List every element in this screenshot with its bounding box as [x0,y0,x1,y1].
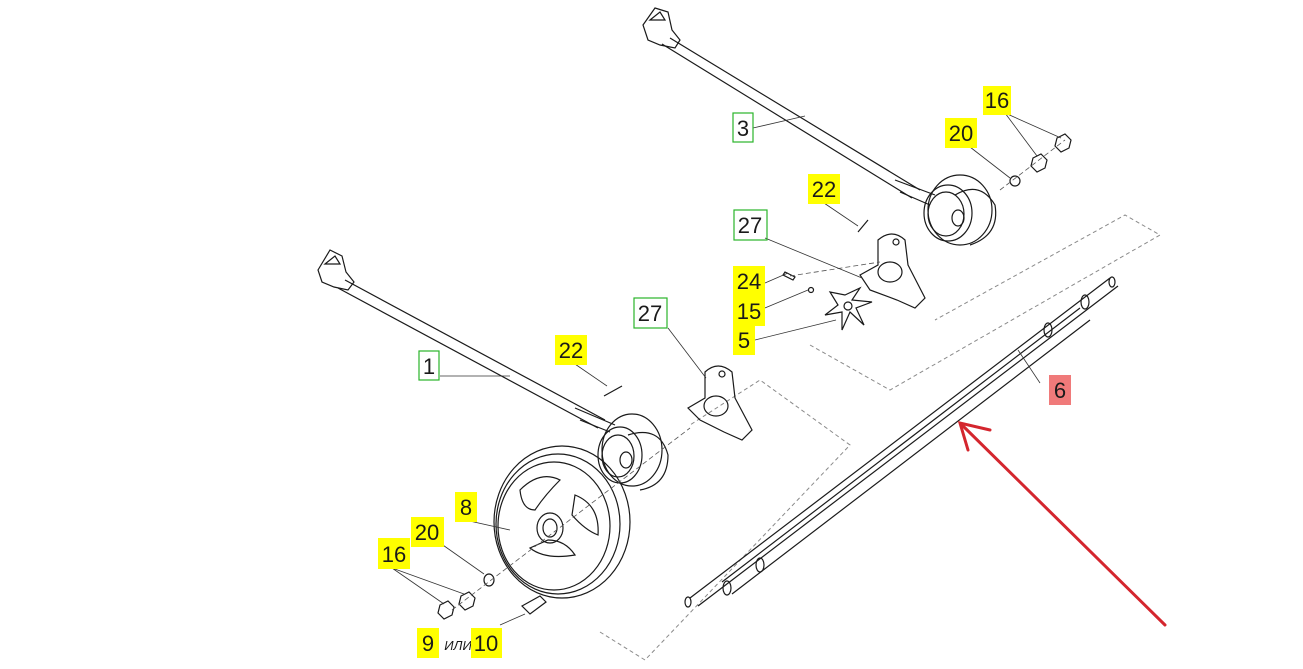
callout-24: 24 [737,269,761,294]
callout-22b-tag [808,174,840,204]
callout-20b-tag [411,517,444,547]
callout-24-tag [733,266,765,296]
washer-20-upper [1009,175,1021,187]
callout-or-text: ИЛИ [444,638,472,653]
screw-24 [782,271,796,281]
callout-8-tag [455,492,477,522]
callout-1: 1 [423,354,435,379]
callout-10: 10 [474,631,498,656]
callout-27a-frame [633,297,668,329]
callout-5-tag [733,325,755,355]
dashed-assembly-outline [599,214,1162,661]
pulley-spoke-window [519,476,562,511]
callout-20b: 20 [415,520,439,545]
callout-9-tag [417,628,439,658]
callout-15: 15 [737,299,761,324]
lower-arm-assembly [317,249,669,491]
nut-16-upper-b [1054,133,1072,153]
callout-6: 6 [1054,378,1066,403]
pin-22-upper [857,219,869,233]
callout-15-tag [733,296,765,326]
assembly-axis-lines [451,139,1066,611]
lower-arm-end-fork [317,249,355,291]
callout-3: 3 [737,116,749,141]
callout-5: 5 [738,328,750,353]
impeller-icon [824,286,873,331]
washer-15 [807,286,815,294]
nut-16-lower-a [437,600,455,620]
bearing-housing-lower [687,365,753,441]
callout-8: 8 [460,495,472,520]
callout-10-tag [471,628,502,658]
callout-16a: 16 [985,88,1009,113]
bearing-housing-upper [859,233,926,309]
lower-roller-outer [601,413,663,487]
nut-16-lower-b [458,591,476,611]
red-pointer-arrow [957,420,1167,627]
upper-arm-assembly [642,7,997,246]
callout-22a: 22 [559,338,583,363]
callout-labels: 1 3 27 27 22 22 24 15 5 16 20 8 20 16 9 … [378,86,1071,658]
callout-1-frame [418,350,440,381]
callout-27b-frame [733,209,768,241]
callout-16a-tag [983,86,1011,115]
pin-22-lower [603,385,623,397]
washer-20-lower [483,573,495,587]
callout-3-frame [732,112,754,143]
callout-20a-tag [945,118,977,148]
upper-arm-end-fork [642,7,681,49]
callout-27a: 27 [638,301,662,326]
callout-6-tag [1049,375,1071,405]
nut-16-upper-a [1030,153,1048,173]
small-parts [437,133,1072,620]
callout-16b: 16 [382,542,406,567]
callout-22a-tag [555,335,587,365]
key-10 [521,595,547,615]
pulley [493,445,631,599]
callout-20a: 20 [949,121,973,146]
callout-16b-tag [378,538,410,569]
callout-9: 9 [422,631,434,656]
callout-27b: 27 [738,213,762,238]
callout-22b: 22 [812,177,836,202]
